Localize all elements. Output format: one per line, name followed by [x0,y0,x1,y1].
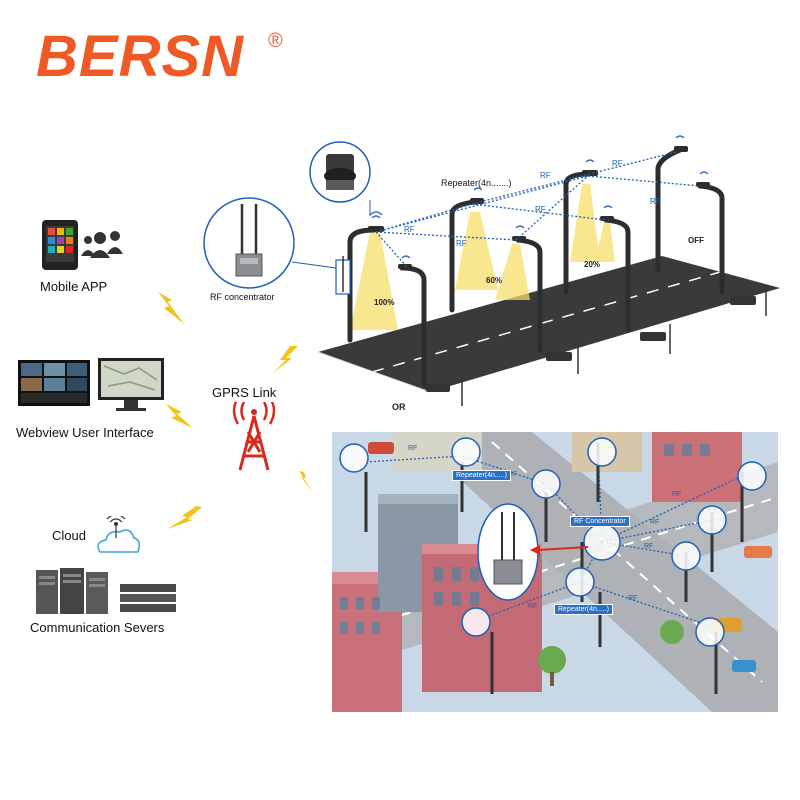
tree [538,646,566,674]
radio-tower-icon [232,402,276,471]
lamp-node [339,443,369,473]
city-repeater-tag-2: Repeater(4n.....) [554,604,613,615]
brand-logo: BERSN [36,24,245,89]
webview-label: Webview User Interface [16,425,154,440]
building [652,432,742,502]
rf-label: RF [672,491,681,498]
rf-label: RF [650,197,661,206]
registered-mark: ® [268,30,283,52]
rf-concentrator-callout [477,503,539,601]
road [452,432,778,712]
city-repeater-tag: Repeater(4n.....) [452,470,511,481]
city-network-map: RF RF RF RF RF RF RF [332,432,778,712]
dim-level-off: OFF [688,236,704,245]
light-beam [455,212,498,290]
lamp-node [451,437,481,467]
mobile-app-label: Mobile APP [40,279,108,294]
sensor-callout [309,141,371,203]
rf-label: RF [612,159,623,168]
tree [660,620,684,644]
rf-label: RF [650,519,659,526]
rf-label: RF [456,239,467,248]
lamp-node [737,461,767,491]
lamp-node [697,505,727,535]
lamp-node [531,469,561,499]
repeater-label: Repeater(4n.......) [441,178,512,188]
lightning-icon [167,506,202,529]
rf-label: RF [535,205,546,214]
rf-concentrator-label: RF concentrator [210,292,275,302]
lamp-node [671,541,701,571]
or-label: OR [392,402,406,412]
light-beam [595,222,615,262]
arrow [537,546,589,551]
dim-level-20: 20% [584,260,601,269]
dim-level-60: 60% [486,276,503,285]
cloud-label: Cloud [52,528,86,543]
server-rack-icon [36,568,176,614]
monitor-wall-icon [18,358,164,411]
servers-label: Communication Severs [30,620,165,635]
car [732,660,756,672]
mobile-app-icon [42,220,123,270]
lamp-node [461,607,491,637]
lamp-node [583,523,621,561]
light-beam [350,232,398,330]
lightning-icon [158,292,184,324]
rf-concentrator-callout [203,197,295,289]
light-beam [570,184,600,262]
street-lighting-scene: RF RF RF RF RF RF [291,135,780,406]
rf-label: RF [628,595,637,602]
car [744,546,772,558]
rf-label: RF [508,471,517,478]
cloud-icon [97,516,140,553]
street-lamp-pole [655,147,683,273]
light-beam [495,244,530,300]
city-concentrator-tag: RF Concentrator [570,516,630,527]
rf-label: RF [404,225,415,234]
rf-label: RF [540,171,551,180]
rf-label: RF [528,603,537,610]
road [318,256,780,392]
car [368,442,394,454]
dim-level-100: 100% [374,298,395,307]
lightning-icon [166,404,193,428]
rf-label: RF [408,445,417,452]
lamp-node [565,567,595,597]
lamp-node [695,617,725,647]
gprs-link-label: GPRS Link [212,385,277,400]
rf-label: RF [644,543,653,550]
lamp-node [587,437,617,467]
lightning-icon [299,458,313,493]
